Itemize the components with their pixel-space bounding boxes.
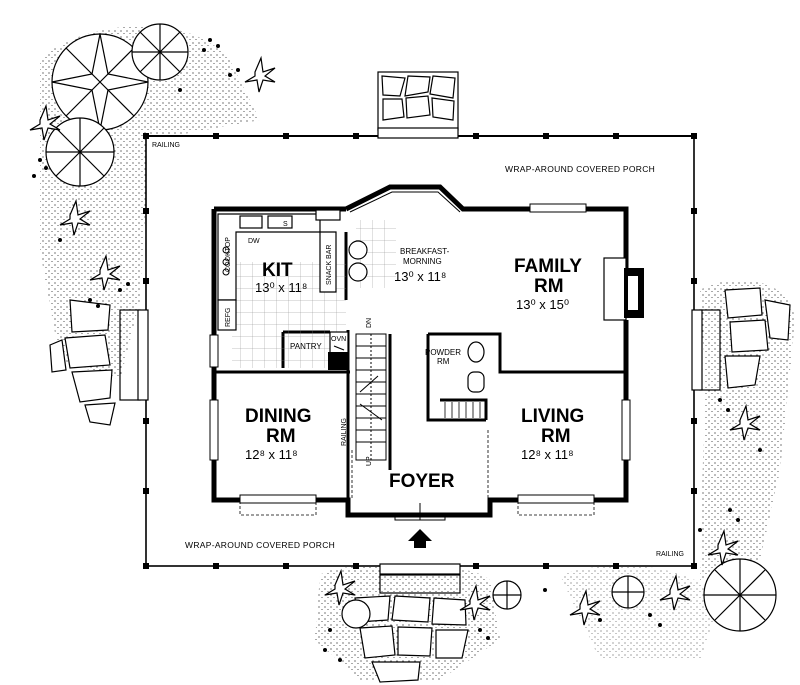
dining-title-1: DINING xyxy=(245,406,312,427)
powder-title-2: RM xyxy=(437,357,450,366)
fireplace xyxy=(603,257,644,321)
bay-window xyxy=(349,191,461,213)
dining-title-2: RM xyxy=(266,426,296,447)
breakfast-dim: 13⁰ x 11⁸ xyxy=(394,269,446,284)
living-dim: 12⁸ x 11⁸ xyxy=(521,447,574,462)
porch-label-bottom: WRAP-AROUND COVERED PORCH xyxy=(185,540,335,550)
pantry-label: PANTRY xyxy=(290,342,322,351)
oven-label: OVN xyxy=(331,336,346,343)
breakfast-title-1: BREAKFAST- xyxy=(400,247,450,256)
breakfast-title-2: MORNING xyxy=(403,257,442,266)
porch-label-top: WRAP-AROUND COVERED PORCH xyxy=(505,164,655,174)
refg-label: REFG xyxy=(225,308,232,327)
flagstone-walk-top xyxy=(377,71,459,131)
living-title-2: RM xyxy=(541,426,571,447)
foyer-title: FOYER xyxy=(389,471,455,492)
stairs xyxy=(355,333,387,461)
oven-base xyxy=(328,352,348,370)
foyer-entry xyxy=(394,503,446,521)
window-sills xyxy=(239,430,595,516)
shrub-icons xyxy=(29,55,761,626)
kitchen-dim: 13⁰ x 11⁸ xyxy=(255,280,307,295)
porch-posts xyxy=(143,133,697,569)
family-title-1: FAMILY xyxy=(514,256,582,277)
dw-label: DW xyxy=(248,238,260,245)
entry-arrow-icon xyxy=(408,529,432,548)
tree-icon xyxy=(45,23,777,632)
family-dim: 13⁰ x 15⁰ xyxy=(516,297,569,312)
flagstone-walk-left xyxy=(49,299,141,426)
sink-label: S xyxy=(283,221,288,228)
flagstone-walk-right xyxy=(699,287,791,391)
snack-bar-label: SNACK BAR xyxy=(326,245,333,285)
cooktop-icon xyxy=(222,246,230,276)
railing-label-bottom: RAILING xyxy=(656,551,684,558)
closet-hatching xyxy=(444,402,481,418)
powder-fixtures xyxy=(467,341,485,393)
family-title-2: RM xyxy=(534,276,564,297)
snack-bar-stools xyxy=(348,240,368,282)
flower-dots xyxy=(32,38,762,662)
railing-label-top: RAILING xyxy=(152,142,180,149)
kitchen-counters xyxy=(217,209,341,331)
stair-railing-label: RAILING xyxy=(341,418,348,446)
kitchen-title: KIT xyxy=(262,260,293,281)
porch-steps xyxy=(137,127,703,575)
living-title-1: LIVING xyxy=(521,406,584,427)
stair-up-label: UP xyxy=(366,456,373,466)
powder-title-1: POWDER xyxy=(425,348,461,357)
stair-dn-label: DN xyxy=(366,318,373,328)
cooktop-label: COOKTOP xyxy=(225,237,232,272)
dining-dim: 12⁸ x 11⁸ xyxy=(245,447,298,462)
